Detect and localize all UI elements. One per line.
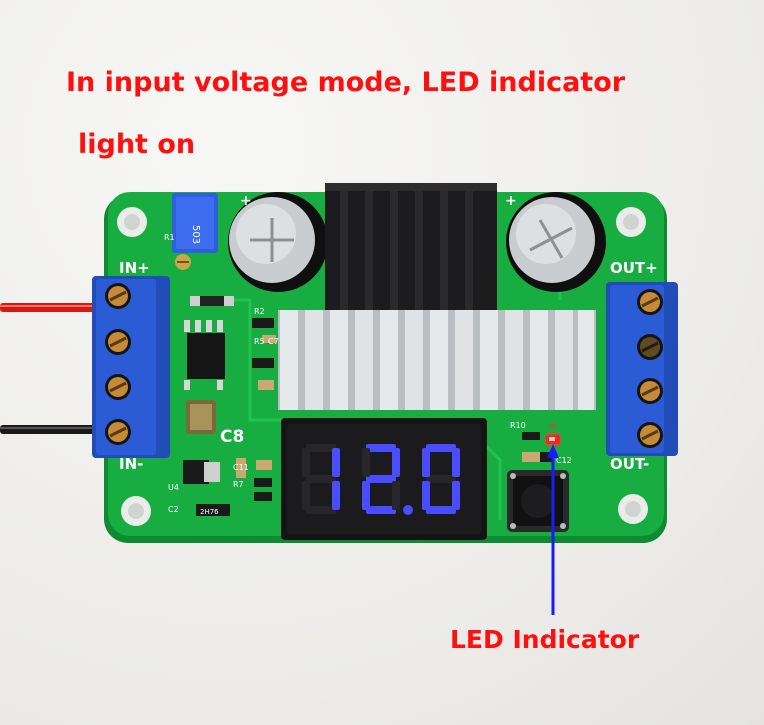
segment-2-e bbox=[422, 481, 430, 510]
label-r5: R5 bbox=[254, 337, 265, 346]
segment-1-e bbox=[362, 481, 370, 510]
label-c2: C2 bbox=[168, 505, 179, 514]
smd-components-left bbox=[183, 296, 276, 516]
segment-1-c bbox=[392, 481, 400, 510]
seven-segment-display bbox=[281, 418, 487, 540]
label-in-marker: IN bbox=[549, 422, 556, 430]
segment-0-e bbox=[302, 481, 310, 510]
segment-2-d bbox=[426, 506, 456, 514]
segment-0-g bbox=[306, 475, 336, 483]
led-indicator bbox=[544, 431, 562, 449]
label-r10: R10 bbox=[510, 421, 526, 430]
mounting-hole-bl bbox=[121, 496, 151, 526]
mounting-hole-br bbox=[618, 494, 648, 524]
segment-1-f bbox=[362, 448, 370, 477]
smd-components-right bbox=[522, 432, 552, 462]
caption-line-2: light on bbox=[78, 129, 196, 160]
label-in-minus: IN- bbox=[119, 455, 143, 473]
segment-0-d bbox=[306, 506, 336, 514]
silver-heatsink bbox=[278, 310, 596, 410]
label-r1: R1 bbox=[164, 233, 175, 242]
label-in-plus: IN+ bbox=[119, 259, 150, 277]
segment-1-g bbox=[366, 475, 396, 483]
callout-arrow bbox=[547, 444, 559, 615]
segment-2-c bbox=[452, 481, 460, 510]
screw-5 bbox=[637, 289, 663, 315]
segment-2-g bbox=[426, 475, 456, 483]
segment-2-a bbox=[426, 444, 456, 452]
screw-4 bbox=[105, 419, 131, 445]
label-c11: C11 bbox=[233, 463, 249, 472]
segment-2-f bbox=[422, 448, 430, 477]
label-plus-right: + bbox=[505, 193, 517, 209]
segment-0-b bbox=[332, 448, 340, 477]
mounting-hole-tr bbox=[616, 207, 646, 237]
label-r7: R7 bbox=[233, 480, 244, 489]
screw-6 bbox=[637, 334, 663, 360]
output-terminal-block bbox=[606, 282, 678, 456]
label-out-minus: OUT- bbox=[610, 455, 649, 473]
decimal-point bbox=[403, 505, 413, 515]
segment-1-a bbox=[366, 444, 396, 452]
pot-marking: 503 bbox=[190, 225, 201, 244]
screw-1 bbox=[105, 283, 131, 309]
potentiometer bbox=[172, 193, 218, 270]
black-heatsink bbox=[325, 183, 497, 313]
label-r2: R2 bbox=[254, 307, 265, 316]
push-button bbox=[507, 470, 569, 532]
segment-0-c bbox=[332, 481, 340, 510]
label-chip-mark: 2H76 bbox=[200, 508, 219, 516]
screw-3 bbox=[105, 374, 131, 400]
label-plus-left: + bbox=[240, 193, 252, 209]
segment-1-d bbox=[366, 506, 396, 514]
segment-1-b bbox=[392, 448, 400, 477]
screw-7 bbox=[637, 378, 663, 404]
segment-0-f bbox=[302, 448, 310, 477]
segment-0-a bbox=[306, 444, 336, 452]
led-indicator-label: LED Indicator bbox=[450, 625, 640, 654]
screw-2 bbox=[105, 329, 131, 355]
label-c7: C7 bbox=[268, 337, 279, 346]
label-c8: C8 bbox=[220, 427, 244, 447]
input-wires bbox=[0, 303, 110, 434]
segment-layer bbox=[302, 444, 460, 515]
mounting-hole-tl bbox=[117, 207, 147, 237]
label-out-plus: OUT+ bbox=[610, 259, 658, 277]
capacitor-right bbox=[506, 192, 606, 292]
caption-line-1: In input voltage mode, LED indicator bbox=[66, 67, 626, 98]
segment-2-b bbox=[452, 448, 460, 477]
label-u4: U4 bbox=[168, 483, 179, 492]
capacitor-left bbox=[228, 192, 328, 292]
screw-8 bbox=[637, 422, 663, 448]
label-c12: C12 bbox=[556, 456, 572, 465]
input-terminal-block bbox=[92, 276, 170, 458]
caption: In input voltage mode, LED indicator lig… bbox=[66, 52, 746, 176]
